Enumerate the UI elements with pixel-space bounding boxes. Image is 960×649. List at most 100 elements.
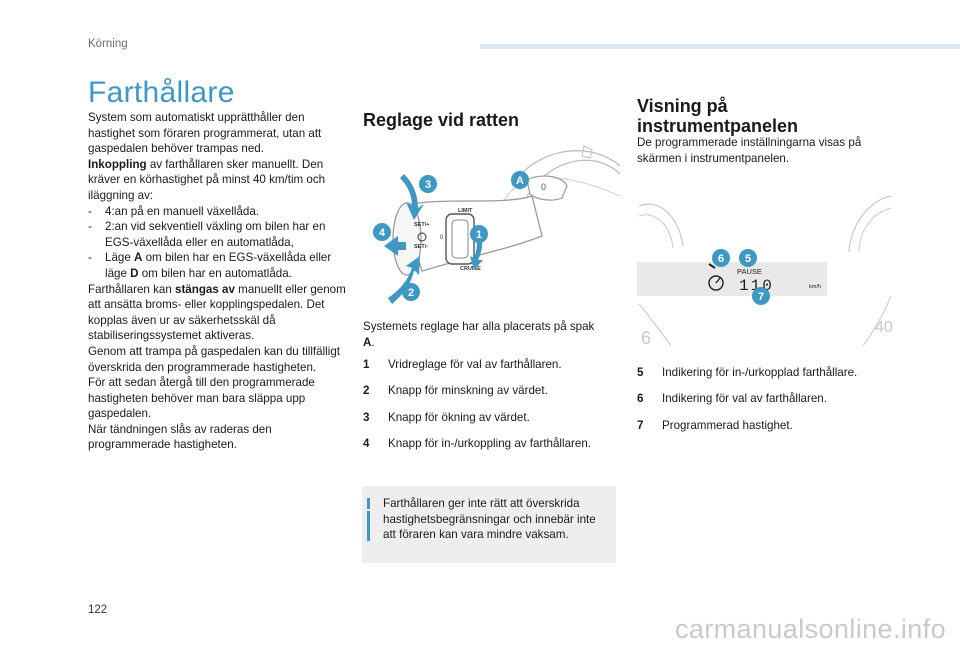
gauge-mark-40: 40 bbox=[875, 319, 893, 336]
heading-line: Visning på bbox=[637, 96, 728, 116]
info-note-text: Farthållaren ger inte rätt att överskrid… bbox=[383, 497, 596, 542]
left-gauge-arc bbox=[638, 303, 672, 347]
arrow-left-icon bbox=[384, 236, 406, 256]
arrow-up-icon bbox=[400, 174, 424, 220]
info-note: Farthållaren ger inte rätt att överskrid… bbox=[362, 486, 616, 563]
paragraph: Farthållaren kan stängas av manuellt ell… bbox=[88, 282, 350, 344]
page-number: 122 bbox=[88, 604, 108, 616]
heading-line: instrumentpanelen bbox=[637, 116, 799, 136]
legend-text: Indikering för val av farthållaren. bbox=[662, 392, 827, 406]
speedometer-icon bbox=[417, 232, 427, 242]
controls-caption: Systemets reglage har alla placerats på … bbox=[363, 319, 603, 350]
text-run: Farthållaren kan bbox=[88, 282, 175, 296]
paragraph: När tändningen slås av raderas den progr… bbox=[88, 422, 272, 452]
list-item: -2:an vid sekventiell växling om bilen h… bbox=[88, 219, 350, 250]
arrow-down-icon bbox=[388, 256, 420, 304]
selector-zero: 0 bbox=[440, 235, 444, 241]
callout-a bbox=[511, 171, 529, 189]
legend-number: 6 bbox=[637, 392, 644, 406]
legend-text: Knapp för minskning av värdet. bbox=[388, 384, 548, 398]
callout-7 bbox=[752, 287, 770, 305]
display-screen bbox=[637, 262, 827, 296]
callout-a-label: A bbox=[516, 175, 524, 187]
callout-1 bbox=[470, 225, 488, 243]
limit-label: LIMIT bbox=[458, 208, 473, 214]
text-run: om bilen har en EGS-växellåda eller läge bbox=[105, 251, 332, 280]
legend-item: 6 Indikering för val av farthållaren. bbox=[637, 392, 857, 418]
legend-number: 2 bbox=[363, 384, 370, 398]
legend-item: 1 Vridreglage för val av farthållaren. bbox=[363, 358, 591, 384]
header-bar bbox=[480, 44, 960, 49]
list-item-text: 4:an på en manuell växellåda. bbox=[105, 204, 260, 218]
callout-4 bbox=[373, 223, 391, 241]
paragraph: Genom att trampa på gaspedalen kan du ti… bbox=[88, 344, 340, 374]
instrument-panel-figure: 6 40 PAUSE 110 km/h 6 5 7 bbox=[637, 195, 893, 348]
legend-number: 7 bbox=[637, 418, 644, 432]
legend-text: Vridreglage för val av farthållaren. bbox=[388, 358, 562, 371]
info-icon bbox=[367, 498, 370, 509]
pause-label: PAUSE bbox=[737, 267, 762, 276]
list-item-text: 2:an vid sekventiell växling om bilen ha… bbox=[105, 220, 326, 249]
right-gauge-arc bbox=[858, 207, 892, 253]
paragraph: Inkoppling av farthållaren sker manuellt… bbox=[88, 157, 350, 204]
callout-2-label: 2 bbox=[408, 287, 414, 299]
bold-term: stängas av bbox=[175, 282, 235, 296]
bold-term: A bbox=[363, 335, 372, 349]
legend-text: Knapp för ökning av värdet. bbox=[388, 410, 530, 424]
callout-6 bbox=[712, 249, 730, 267]
list-dash: - bbox=[88, 251, 92, 265]
callout-4-label: 4 bbox=[379, 227, 386, 239]
left-gauge-arc bbox=[638, 203, 684, 247]
left-gauge-arc bbox=[638, 214, 674, 249]
callout-5-label: 5 bbox=[745, 253, 751, 265]
right-gauge-arc bbox=[848, 195, 892, 253]
bold-term: Inkoppling bbox=[88, 157, 147, 171]
lion-emblem-icon bbox=[581, 145, 593, 159]
set-plus-label: SET/+ bbox=[414, 222, 429, 228]
info-icon-stem bbox=[367, 511, 370, 541]
text-run: . bbox=[371, 335, 375, 349]
intro-text: System som automatiskt upprätthåller den… bbox=[88, 110, 350, 453]
legend-text: Indikering för in-/urkopplad farthållare… bbox=[662, 366, 858, 379]
text-run: manuellt eller genom att ansätta broms- … bbox=[88, 282, 346, 343]
legend-item: 4 Knapp för in-/urkoppling av farthållare… bbox=[363, 437, 591, 463]
legend-number: 4 bbox=[363, 436, 370, 450]
steering-controls-figure: 0 SET/+ SET/- LIMIT CRUISE 0 3 A 4 1 2 bbox=[373, 145, 621, 304]
callout-2 bbox=[402, 283, 420, 301]
legend-item: 2 Knapp för minskning av värdet. bbox=[363, 384, 591, 410]
legend-item: 3 Knapp för ökning av värdet. bbox=[363, 411, 591, 437]
lever-a-zero: 0 bbox=[541, 182, 546, 192]
cruise-speedometer-needle bbox=[715, 277, 721, 284]
legend-number: 1 bbox=[363, 358, 370, 371]
display-legend: 5 Indikering för in-/urkopplad farthållar… bbox=[637, 366, 857, 445]
gauge-mark-6: 6 bbox=[641, 328, 651, 348]
callout-1-label: 1 bbox=[476, 229, 482, 241]
lever-a bbox=[526, 175, 568, 201]
text-run: Systemets reglage har alla placerats på … bbox=[363, 320, 595, 333]
cruise-indicator-icon bbox=[708, 263, 716, 269]
legend-text: Programmerad hastighet. bbox=[662, 418, 793, 432]
callout-5 bbox=[739, 249, 757, 267]
list-item-text: Läge A om bilen har en EGS-växellåda ell… bbox=[105, 250, 350, 281]
rotary-selector bbox=[445, 213, 475, 265]
page-title: Farthållare bbox=[88, 76, 235, 109]
section-label: Körning bbox=[88, 38, 128, 50]
text-run: om bilen har en automatlåda. bbox=[138, 266, 292, 280]
cruise-label: CRUISE bbox=[460, 266, 481, 272]
callout-7-label: 7 bbox=[758, 291, 764, 303]
legend-item: 7 Programmerad hastighet. bbox=[637, 419, 857, 445]
callout-3-label: 3 bbox=[425, 179, 431, 191]
right-gauge-arc bbox=[862, 295, 892, 347]
set-minus-label: SET/- bbox=[414, 244, 428, 250]
legend-text: Knapp för in-/urkoppling av farthållaren… bbox=[388, 436, 592, 450]
legend-number: 5 bbox=[637, 366, 644, 379]
list-item: -Läge A om bilen har en EGS-växellåda el… bbox=[88, 250, 350, 281]
legend-number: 3 bbox=[363, 410, 370, 424]
list-dash: - bbox=[88, 204, 92, 218]
rotary-selector-ridge bbox=[451, 219, 469, 259]
legend-item: 5 Indikering för in-/urkopplad farthållar… bbox=[637, 366, 857, 392]
paragraph-text: av farthållaren sker manuellt. Den kräve… bbox=[88, 157, 326, 202]
speed-unit: km/h bbox=[809, 284, 821, 290]
